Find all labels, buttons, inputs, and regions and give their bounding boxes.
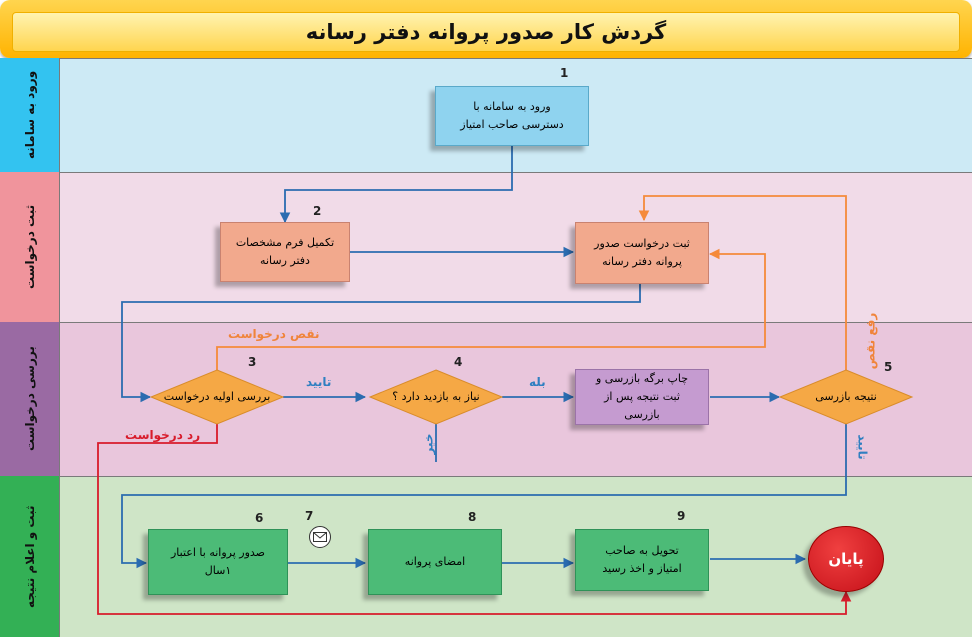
step-number-8: 8: [468, 510, 477, 524]
step-fill-form: تکمیل فرم مشخصات دفتر رسانه: [220, 222, 350, 282]
label-yes-4: بله: [529, 375, 546, 389]
lane-label-divider: [59, 58, 60, 637]
label-approve-3: تایید: [306, 375, 332, 389]
label-deficit: نقص درخواست: [228, 327, 320, 341]
step-issue-license: صدور پروانه با اعتبار ۱سال: [148, 529, 288, 595]
step-number-5: 5: [884, 360, 893, 374]
step-number-3: 3: [248, 355, 257, 369]
decision-inspection-result: نتیجه بازرسی: [815, 390, 877, 403]
step-print-inspection: چاپ برگه بازرسی و ثبت نتیجه پس از بازرسی: [575, 369, 709, 425]
edge-2b-to-3: [121, 284, 641, 403]
step-submit-request: ثبت درخواست صدور پروانه دفتر رسانه: [575, 222, 709, 284]
step-login: ورود به سامانه با دسترسی صاحب امتیاز: [435, 86, 589, 146]
step-sign-license: امضای پروانه: [368, 529, 502, 595]
edge-5-approve: [121, 424, 847, 569]
step-number-6: 6: [255, 511, 264, 525]
diagram-title: گردش کار صدور پروانه دفتر رسانه: [12, 12, 960, 52]
end-node: پایان: [808, 526, 884, 592]
lane-request: [0, 172, 972, 322]
label-reject: رد درخواست: [125, 428, 201, 442]
title-bar: گردش کار صدور پروانه دفتر رسانه: [0, 0, 972, 58]
edge-deficit: [216, 248, 766, 372]
label-fix-deficit: رفع نقص: [863, 312, 878, 370]
label-approve-5: تایید: [855, 434, 870, 460]
edge-1-to-2: [279, 146, 513, 224]
decision-needs-visit: نیاز به بازدید دارد ؟: [392, 390, 480, 403]
step-number-9: 9: [677, 509, 686, 523]
step-number-4: 4: [454, 355, 463, 369]
decision-initial-review: بررسی اولیه درخواست: [163, 390, 271, 403]
step-deliver-receipt: تحویل به صاحب امتیاز و اخذ رسید: [575, 529, 709, 591]
step-number-1: 1: [560, 66, 569, 80]
label-no-4: خیر: [421, 433, 436, 455]
edge-fix-deficit: [638, 195, 847, 370]
mail-icon: [309, 526, 331, 548]
step-number-2: 2: [313, 204, 322, 218]
step-number-7: 7: [305, 509, 314, 523]
edge-reject: [97, 424, 852, 615]
